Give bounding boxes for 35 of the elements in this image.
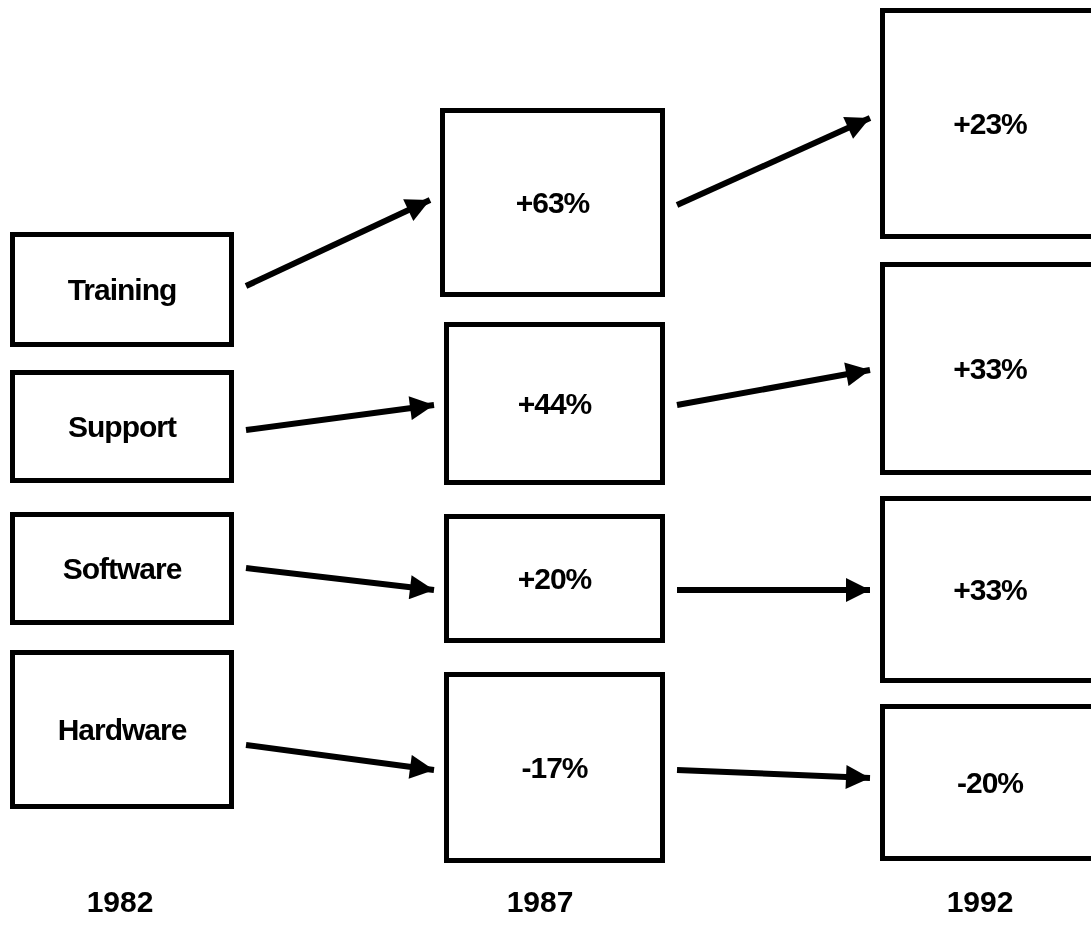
- process-box: [440, 108, 665, 297]
- arrow: [244, 197, 432, 289]
- process-box: [10, 512, 234, 625]
- arrow: [676, 362, 871, 408]
- box-label: -20%: [956, 765, 1023, 800]
- box-label: Software: [62, 551, 182, 586]
- box-label: +33%: [953, 572, 1027, 607]
- year-label: 1982: [85, 885, 155, 919]
- box-label: +23%: [953, 106, 1027, 141]
- process-box: [444, 672, 665, 863]
- arrow: [245, 742, 435, 779]
- box-label: +44%: [517, 386, 592, 421]
- box-label: +33%: [953, 351, 1027, 386]
- arrow: [245, 396, 435, 433]
- arrow: [676, 765, 871, 789]
- arrow: [245, 565, 435, 600]
- process-box: [880, 262, 1091, 475]
- box-label: Support: [68, 409, 176, 444]
- process-box: [880, 704, 1091, 861]
- arrow: [677, 578, 870, 602]
- process-box: [10, 370, 234, 483]
- box-label: Hardware: [57, 712, 187, 747]
- box-label: -17%: [521, 750, 588, 785]
- process-box: [444, 514, 665, 643]
- process-box: [880, 496, 1091, 683]
- process-box: [444, 322, 665, 485]
- process-box: [880, 8, 1091, 239]
- process-box: [10, 232, 234, 347]
- year-label: 1992: [945, 885, 1015, 919]
- year-label: 1987: [505, 885, 575, 919]
- arrow: [675, 115, 872, 208]
- process-box: [10, 650, 234, 809]
- box-label: +63%: [515, 185, 590, 220]
- box-label: +20%: [517, 561, 592, 596]
- box-label: Training: [67, 272, 177, 307]
